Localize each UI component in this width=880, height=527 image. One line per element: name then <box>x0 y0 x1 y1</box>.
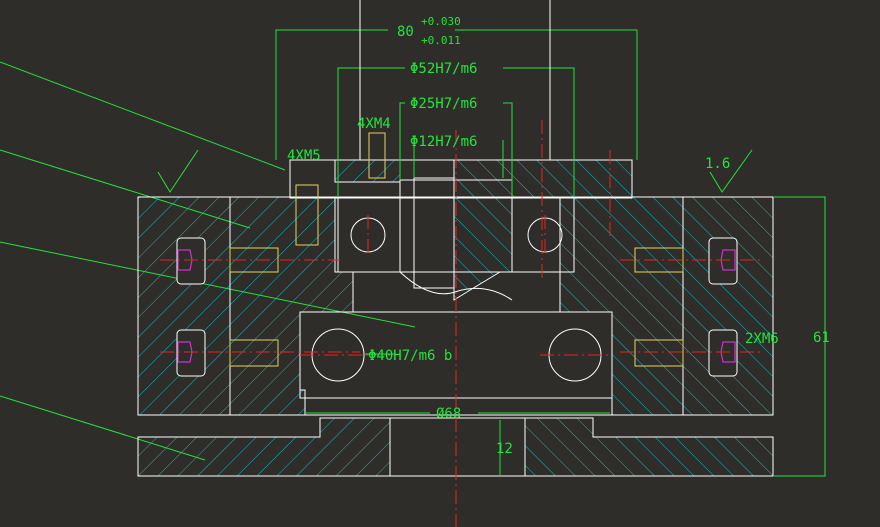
dim-80-main: 80 <box>397 24 414 40</box>
bolt-left-upper <box>229 247 279 273</box>
bolt-right-lower <box>634 339 684 367</box>
dim-phi12: Φ12H7/m6 <box>410 134 477 150</box>
bolt-top-m4 <box>368 132 386 179</box>
bolt-right-upper <box>634 247 684 273</box>
bolts <box>229 132 684 367</box>
callout-m5: 4XM5 <box>287 148 321 164</box>
dim-80-tol-lower: +0.011 <box>421 34 461 47</box>
dimension-labels: 80 +0.030 +0.011 Φ52H7/m6 Φ25H7/m6 Φ12H7… <box>287 15 830 457</box>
dim-phi52: Φ52H7/m6 <box>410 61 477 77</box>
dimension-lines <box>157 0 826 477</box>
callout-m6: 2XM6 <box>745 331 779 347</box>
dim-61: 61 <box>813 330 830 346</box>
centerlines <box>160 120 760 527</box>
dim-phi68: Ø68 <box>436 406 461 422</box>
dim-12: 12 <box>496 441 513 457</box>
hatched-sections <box>137 159 774 477</box>
bolt-top-m5 <box>295 184 319 246</box>
dim-phi40: Φ40H7/m6 b <box>368 348 452 364</box>
dim-80-tol-upper: +0.030 <box>421 15 461 28</box>
bolt-left-lower <box>229 339 279 367</box>
roughness-value: 1.6 <box>705 156 730 172</box>
dim-phi25: Φ25H7/m6 <box>410 96 477 112</box>
bolt-heads <box>177 249 736 363</box>
callout-m4: 4XM4 <box>357 116 391 132</box>
